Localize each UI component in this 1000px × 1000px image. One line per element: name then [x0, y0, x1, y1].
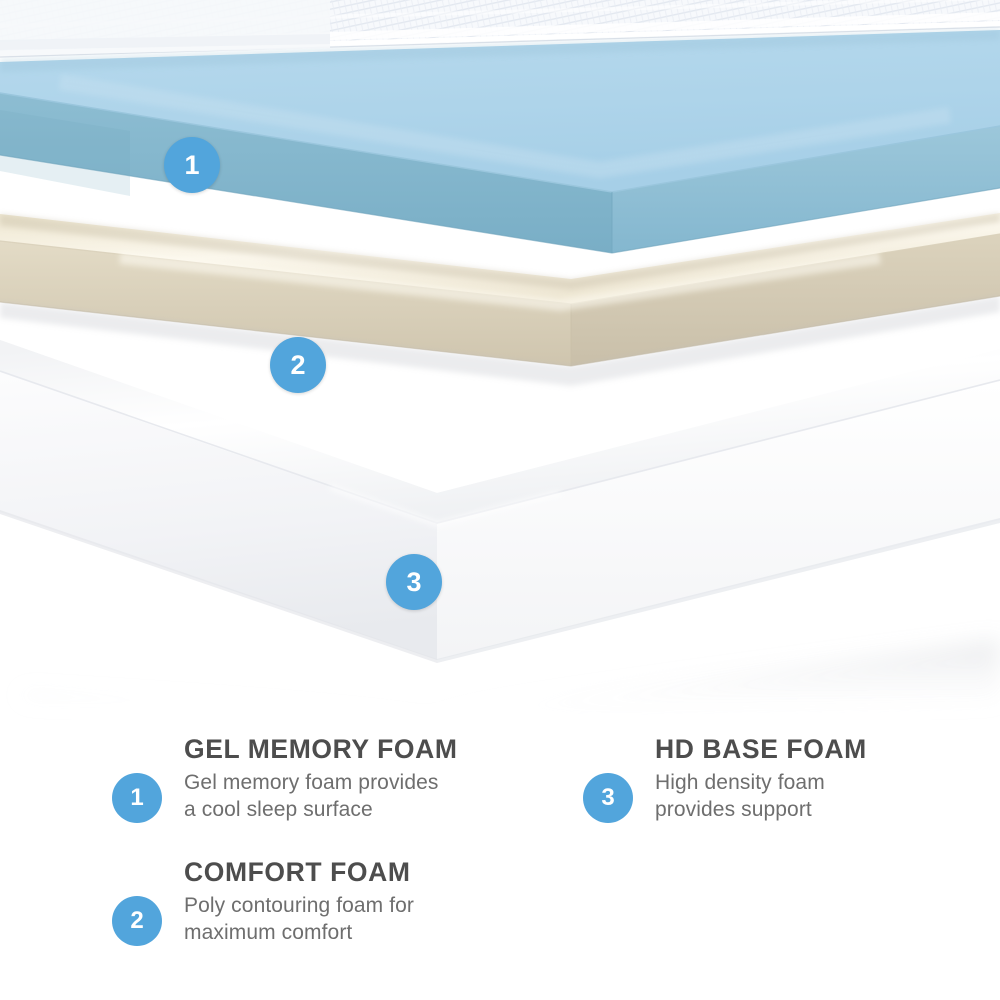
legend-desc-line-2: provides support	[655, 798, 812, 822]
legend-badge-3: 3	[583, 773, 633, 823]
illustration-marker-2-label: 2	[290, 349, 306, 380]
legend-title-gel-memory-foam: GEL MEMORY FOAM	[184, 734, 458, 764]
illustration-marker-2[interactable]: 2	[270, 337, 326, 393]
legend-desc-line-2: maximum comfort	[184, 921, 353, 945]
legend: 1 GEL MEMORY FOAM Gel memory foam provid…	[0, 735, 1000, 1000]
legend-badge-3-label: 3	[601, 784, 615, 811]
mattress-layer-cutaway-illustration: 1 2 3	[0, 0, 1000, 720]
legend-desc-line-1: Poly contouring foam for	[184, 893, 415, 917]
legend-item-comfort-foam[interactable]: 2 COMFORT FOAM Poly contouring foam for …	[112, 858, 562, 947]
illustration-marker-1[interactable]: 1	[164, 137, 220, 193]
layer-comfort-foam	[0, 213, 1000, 386]
illustration-marker-3-label: 3	[406, 566, 422, 597]
legend-desc-gel-memory-foam: Gel memory foam provides a cool sleep su…	[184, 769, 562, 824]
base-foam-floor-shadow	[20, 640, 1000, 720]
legend-title-hd-base-foam: HD BASE FOAM	[655, 734, 867, 764]
legend-badge-2-label: 2	[130, 907, 144, 935]
legend-item-hd-base-foam[interactable]: 3 HD BASE FOAM High density foam provide…	[583, 735, 983, 824]
legend-desc-line-1: High density foam	[655, 770, 825, 794]
illustration-marker-1-label: 1	[184, 149, 200, 180]
legend-desc-line-1: Gel memory foam provides	[184, 770, 439, 794]
legend-title-comfort-foam: COMFORT FOAM	[184, 857, 411, 888]
legend-column-right: 3 HD BASE FOAM High density foam provide…	[583, 735, 983, 858]
legend-desc-comfort-foam: Poly contouring foam for maximum comfort	[184, 892, 562, 947]
legend-badge-2: 2	[112, 896, 162, 947]
legend-column-left: 1 GEL MEMORY FOAM Gel memory foam provid…	[112, 735, 562, 981]
legend-badge-1: 1	[112, 773, 162, 823]
mattress-cutaway-svg	[0, 0, 1000, 720]
layer-quilted-cover	[0, 0, 1000, 72]
layer-hd-base-foam	[0, 340, 1000, 663]
illustration-marker-3[interactable]: 3	[386, 554, 442, 610]
legend-badge-1-label: 1	[130, 784, 144, 811]
layer-gel-memory-foam	[0, 30, 1000, 254]
legend-desc-line-2: a cool sleep surface	[184, 798, 373, 822]
legend-desc-hd-base-foam: High density foam provides support	[655, 769, 983, 824]
legend-item-gel-memory-foam[interactable]: 1 GEL MEMORY FOAM Gel memory foam provid…	[112, 735, 562, 824]
